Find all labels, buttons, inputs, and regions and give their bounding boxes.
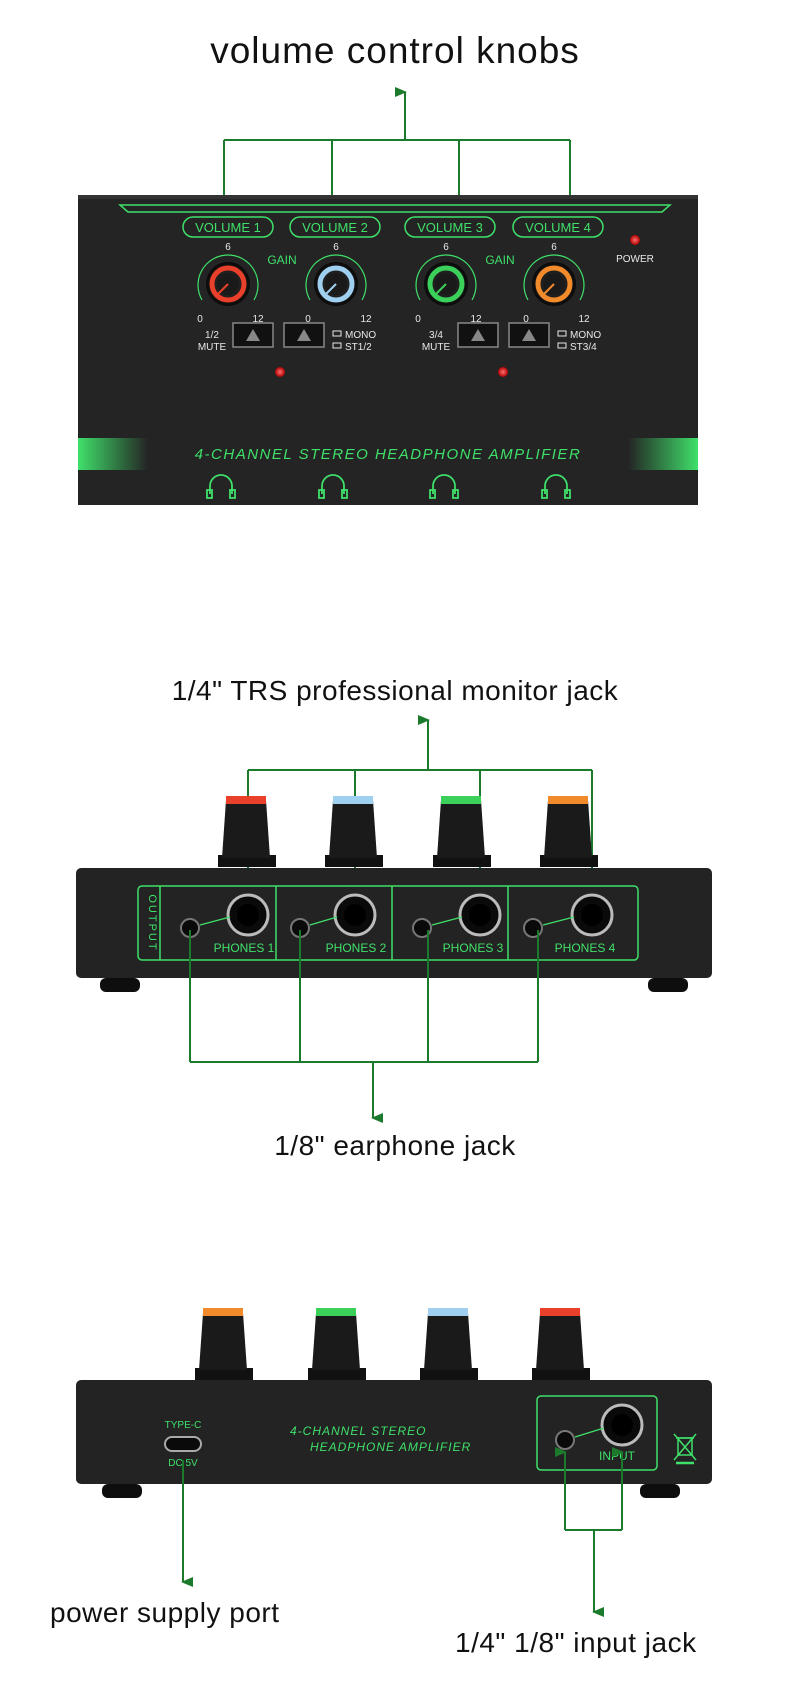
volume-3-label: VOLUME 3: [417, 220, 483, 235]
svg-text:6: 6: [551, 242, 557, 253]
input-box: [536, 1395, 658, 1471]
svg-text:12: 12: [470, 314, 482, 325]
caption-earphone-jack: 1/8" earphone jack: [274, 1130, 516, 1161]
svg-text:MONO: MONO: [345, 330, 376, 341]
caption-volume-knobs: volume control knobs: [210, 30, 580, 71]
gain-label-1: GAIN: [267, 253, 296, 267]
svg-text:6: 6: [333, 242, 339, 253]
top-knobs: [218, 796, 598, 867]
headphone-icon: [206, 474, 571, 499]
volume-knob-4[interactable]: 6 0 12: [523, 242, 590, 325]
caption-power-port: power supply port: [50, 1597, 280, 1628]
svg-text:12: 12: [360, 314, 372, 325]
mute-button-1-2[interactable]: [232, 322, 274, 348]
svg-text:0: 0: [415, 314, 421, 325]
output-panel-body: [76, 868, 712, 978]
svg-text:6: 6: [225, 242, 231, 253]
svg-text:ST3/4: ST3/4: [570, 342, 597, 353]
mute-button-3-4[interactable]: [457, 322, 499, 348]
volume-1-label: VOLUME 1: [195, 220, 261, 235]
svg-text:0: 0: [305, 314, 311, 325]
front-panel: VOLUME 1 VOLUME 2 VOLUME 3 VOLUME 4 6 0 …: [78, 87, 698, 505]
volume-4-label: VOLUME 4: [525, 220, 591, 235]
svg-text:ST1/2: ST1/2: [345, 342, 372, 353]
phones-jack-3[interactable]: [412, 893, 502, 938]
front-title: 4-CHANNEL STEREO HEADPHONE AMPLIFIER: [195, 446, 582, 463]
rear-panel: TYPE-C DC 5V 4-CHANNEL STEREO HEADPHONE …: [76, 1308, 712, 1617]
svg-text:0: 0: [523, 314, 529, 325]
volume-knob-1[interactable]: 6 0 12: [197, 242, 264, 325]
clip-led-1: [275, 367, 285, 377]
rear-panel-body: [76, 1380, 712, 1484]
caption-input-jack: 1/4" 1/8" input jack: [455, 1627, 697, 1658]
rear-title-2: HEADPHONE AMPLIFIER: [310, 1440, 471, 1454]
gain-label-2: GAIN: [485, 253, 514, 267]
power-label: POWER: [616, 254, 654, 265]
front-panel-body: [78, 195, 698, 505]
svg-text:MUTE: MUTE: [422, 342, 451, 353]
mono-button-1-2[interactable]: [283, 322, 325, 348]
phones-4-label: PHONES 4: [555, 941, 616, 955]
caption-trs-jack: 1/4" TRS professional monitor jack: [171, 675, 619, 706]
green-stripe-left: [78, 438, 148, 470]
volume-2-label: VOLUME 2: [302, 220, 368, 235]
svg-text:MUTE: MUTE: [198, 342, 227, 353]
svg-text:12: 12: [578, 314, 590, 325]
volume-labels: VOLUME 1 VOLUME 2 VOLUME 3 VOLUME 4: [182, 216, 604, 238]
output-panel: OUTPUT PHONES 1 PHONES 2 PHONES 3: [76, 715, 712, 1123]
output-label: OUTPUT: [146, 894, 158, 951]
svg-text:3/4: 3/4: [429, 330, 443, 341]
rear-title-1: 4-CHANNEL STEREO: [290, 1424, 426, 1438]
power-led: [630, 235, 640, 245]
phones-1-label: PHONES 1: [214, 941, 275, 955]
phones-2-label: PHONES 2: [326, 941, 387, 955]
phones-jack-1[interactable]: [180, 893, 270, 938]
clip-led-2: [498, 367, 508, 377]
volume-knob-3[interactable]: 6 0 12: [415, 242, 482, 325]
green-stripe-right: [628, 438, 698, 470]
phones-jack-2[interactable]: [290, 893, 377, 938]
earphone-callout-arrows: [189, 930, 539, 1123]
rear-top-knobs: [195, 1308, 590, 1380]
svg-text:1/2: 1/2: [205, 330, 219, 341]
svg-text:MONO: MONO: [570, 330, 601, 341]
input-callout-arrows: [555, 1447, 624, 1617]
type-c-label: TYPE-C: [165, 1420, 202, 1431]
input-label: INPUT: [599, 1449, 636, 1463]
svg-text:6: 6: [443, 242, 449, 253]
mono-button-3-4[interactable]: [508, 322, 550, 348]
phones-3-label: PHONES 3: [443, 941, 504, 955]
usb-c-port[interactable]: [164, 1436, 202, 1452]
volume-knob-2[interactable]: 6 0 12: [305, 242, 372, 325]
svg-text:12: 12: [252, 314, 264, 325]
crossed-bin-icon: [673, 1433, 697, 1465]
svg-text:0: 0: [197, 314, 203, 325]
